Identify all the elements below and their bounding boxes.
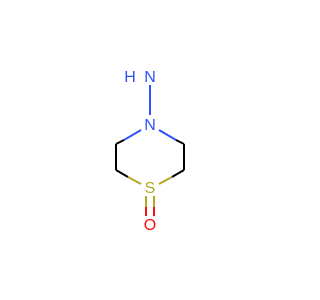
bond-n-c-right (158, 129, 177, 141)
bond-n-c-right-b (175, 139, 185, 145)
bond-c-s-right (171, 169, 185, 178)
bond-c-s-left-b (127, 176, 142, 185)
bond-c-s-right-b (158, 176, 173, 185)
atom-h: H (124, 69, 136, 86)
atom-o: O (144, 217, 156, 234)
atom-n-amine: N (144, 69, 156, 86)
atom-s: S (145, 180, 156, 197)
atom-n-ring: N (144, 117, 156, 134)
bonds (115, 85, 185, 216)
molecule-structure: H N N S O (115, 69, 185, 234)
bond-n-c-left-b (115, 139, 125, 145)
bond-n-c-left (123, 129, 142, 141)
bond-c-s-left (115, 169, 129, 178)
